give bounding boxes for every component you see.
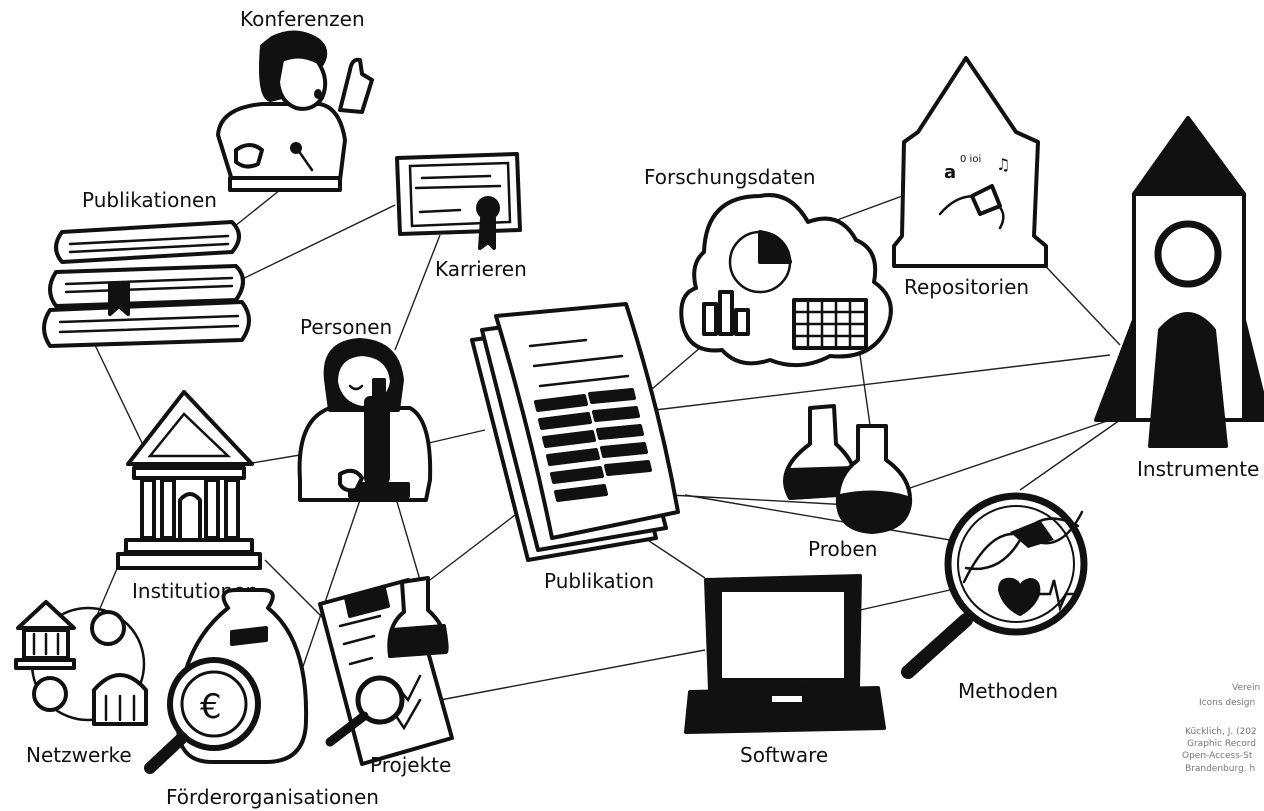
credit-line-3: Kücklich, J. (202 bbox=[1185, 727, 1257, 737]
label-foerderorganisationen: Förderorganisationen bbox=[166, 785, 379, 809]
edge-software-methoden bbox=[859, 589, 951, 611]
conference-speaker-icon bbox=[216, 30, 374, 192]
laptop-icon bbox=[684, 574, 886, 734]
label-proben: Proben bbox=[808, 537, 877, 561]
label-personen: Personen bbox=[300, 315, 392, 339]
credit-line-6: Brandenburg. h bbox=[1185, 764, 1255, 774]
svg-text:a: a bbox=[944, 162, 956, 183]
edge-projekte-publikation bbox=[429, 514, 516, 581]
credit-line-2: Icons design bbox=[1199, 698, 1255, 708]
network-icon bbox=[14, 600, 148, 726]
clipboard-flask-icon bbox=[318, 576, 454, 766]
books-stack-icon bbox=[42, 220, 251, 348]
label-publikationen: Publikationen bbox=[82, 188, 217, 212]
label-projekte: Projekte bbox=[370, 753, 451, 777]
label-forschungsdaten: Forschungsdaten bbox=[644, 165, 816, 189]
label-publikation: Publikation bbox=[544, 569, 654, 593]
edge-methoden-instrumente bbox=[1019, 419, 1121, 491]
edge-personen-foerderorganisationen bbox=[294, 499, 361, 691]
edge-personen-projekte bbox=[394, 494, 421, 581]
label-netzwerke: Netzwerke bbox=[26, 743, 132, 767]
edge-konferenzen-publikationen bbox=[229, 189, 281, 231]
edge-publikationen-karrieren bbox=[229, 204, 396, 286]
label-karrieren: Karrieren bbox=[435, 257, 527, 281]
data-cloud-icon bbox=[679, 193, 893, 368]
connection-lines bbox=[94, 189, 1121, 701]
label-software: Software bbox=[740, 743, 828, 767]
scientist-microscope-icon bbox=[297, 338, 433, 502]
credit-line-1: Verein bbox=[1232, 683, 1260, 693]
edge-proben-instrumente bbox=[909, 419, 1111, 489]
magnifier-dna-icon bbox=[901, 492, 1088, 679]
certificate-icon bbox=[395, 152, 522, 250]
institution-building-icon bbox=[116, 390, 262, 570]
edge-publikation-proben bbox=[669, 494, 851, 506]
edge-projekte-software bbox=[439, 649, 706, 701]
credit-line-4: Graphic Record bbox=[1187, 739, 1256, 749]
edge-publikation-software bbox=[639, 534, 706, 579]
sample-flasks-icon bbox=[783, 404, 913, 534]
edge-personen-publikation bbox=[419, 429, 486, 446]
document-stack-icon bbox=[470, 302, 680, 562]
repository-house-icon: a 0 ioi ♫ bbox=[892, 56, 1048, 268]
edge-karrieren-personen bbox=[394, 234, 441, 351]
credits: Verein Icons design Kücklich, J. (202 Gr… bbox=[1182, 683, 1260, 774]
label-instrumente: Instrumente bbox=[1137, 457, 1259, 481]
svg-text:€: € bbox=[200, 687, 222, 727]
label-konferenzen: Konferenzen bbox=[240, 7, 365, 31]
edge-forschungsdaten-proben bbox=[859, 354, 871, 426]
money-bag-euro-icon: € bbox=[144, 588, 309, 774]
label-repositorien: Repositorien bbox=[904, 275, 1029, 299]
svg-text:0 ioi: 0 ioi bbox=[960, 154, 981, 165]
rocket-icon bbox=[1094, 116, 1264, 448]
edge-publikation-methoden bbox=[684, 494, 951, 541]
svg-text:♫: ♫ bbox=[996, 155, 1010, 174]
label-methoden: Methoden bbox=[958, 679, 1058, 703]
edge-publikation-instrumente bbox=[654, 354, 1111, 411]
edge-repositorien-instrumente bbox=[1034, 254, 1121, 346]
credit-line-5: Open-Access-St bbox=[1182, 751, 1253, 761]
